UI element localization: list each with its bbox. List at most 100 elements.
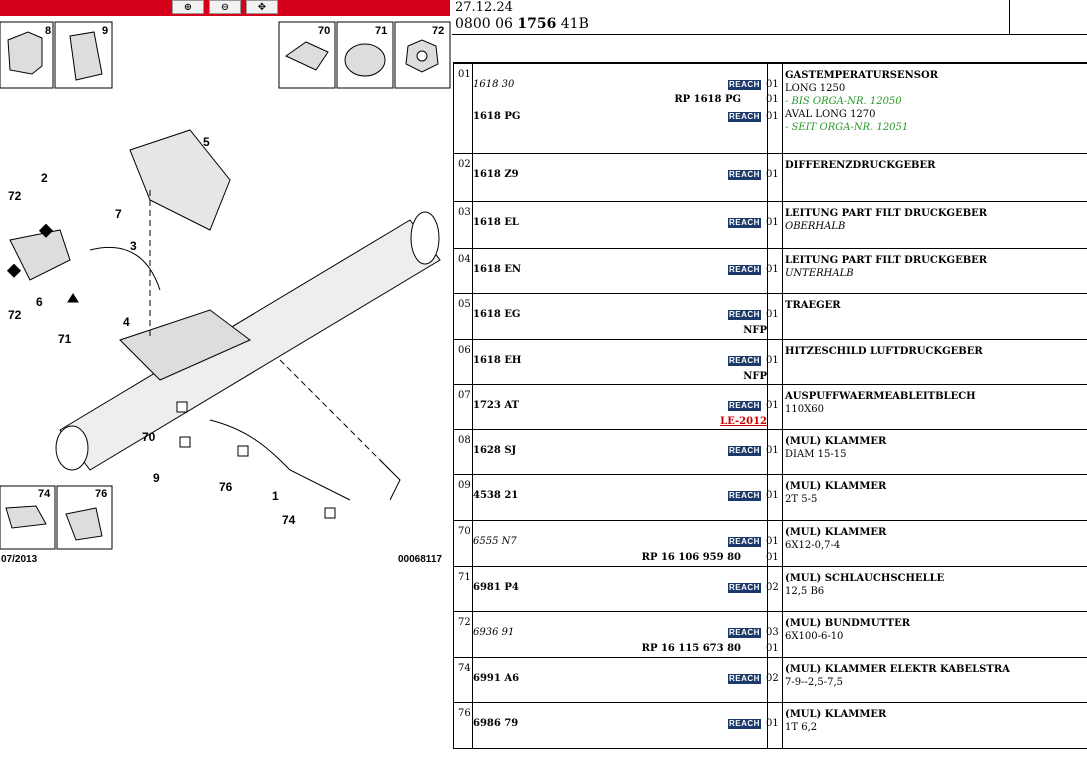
column-separator: [472, 612, 473, 657]
position-number: 09: [458, 480, 471, 491]
callout-72-bottom: 72: [8, 308, 22, 322]
description-title: (MUL) SCHLAUCHSCHELLE: [785, 573, 945, 584]
part-number[interactable]: 6991 A6: [473, 673, 520, 684]
part-number[interactable]: 1618 EG: [473, 309, 521, 320]
part-number[interactable]: 1618 EH: [473, 355, 522, 366]
pan-button[interactable]: ✥: [246, 0, 278, 14]
part-number[interactable]: 4538 21: [473, 490, 519, 501]
replacement-code: RP 1618 PG: [674, 94, 741, 105]
reach-badge[interactable]: REACH: [728, 310, 761, 320]
reach-badge[interactable]: REACH: [728, 265, 761, 275]
reach-badge[interactable]: REACH: [728, 218, 761, 228]
inset-box-76[interactable]: [56, 485, 113, 550]
column-separator: [472, 249, 473, 293]
description-detail: 12,5 B6: [785, 586, 825, 597]
description-title: (MUL) KLAMMER: [785, 527, 887, 538]
reach-badge[interactable]: REACH: [728, 628, 761, 638]
column-separator: [782, 249, 783, 293]
column-separator: [782, 202, 783, 248]
inset-box-72[interactable]: [394, 21, 451, 89]
description-title: LEITUNG PART FILT DRUCKGEBER: [785, 208, 988, 219]
part-number[interactable]: 1618 EN: [473, 264, 522, 275]
column-separator: [782, 475, 783, 520]
part-number[interactable]: 1723 AT: [473, 400, 519, 411]
part-number[interactable]: 1618 Z9: [473, 169, 519, 180]
inset-box-8[interactable]: [0, 21, 54, 89]
part-number[interactable]: 1618 30: [473, 79, 515, 90]
description-detail: LONG 1250: [785, 83, 846, 94]
header-reference: 0800 06 1756 41B: [455, 16, 589, 32]
ref-prefix: 0800 06: [455, 16, 518, 32]
quantity: 02: [766, 582, 779, 593]
inset-label-9: 9: [102, 25, 108, 37]
column-separator: [767, 340, 768, 384]
zoom-out-button[interactable]: ⊖: [209, 0, 241, 14]
reach-badge[interactable]: REACH: [728, 356, 761, 366]
inset-label-74: 74: [38, 488, 51, 500]
reach-badge[interactable]: REACH: [728, 401, 761, 411]
reach-badge[interactable]: REACH: [728, 583, 761, 593]
column-separator: [472, 521, 473, 566]
description-title: AUSPUFFWAERMEABLEITBLECH: [785, 391, 976, 402]
part-number[interactable]: 6981 P4: [473, 582, 519, 593]
column-separator: [767, 430, 768, 474]
reference-link[interactable]: LE-2012: [720, 416, 767, 427]
part-number[interactable]: 6936 91: [473, 627, 515, 638]
inset-box-74[interactable]: [0, 485, 56, 550]
reach-badge[interactable]: REACH: [728, 719, 761, 729]
reach-badge[interactable]: REACH: [728, 170, 761, 180]
quantity: 01: [766, 536, 779, 547]
description-detail: 1T 6,2: [785, 722, 818, 733]
reach-badge[interactable]: REACH: [728, 112, 761, 122]
part-number[interactable]: 6986 79: [473, 718, 519, 729]
description-detail: DIAM 15-15: [785, 449, 847, 460]
part-number[interactable]: 1628 SJ: [473, 445, 517, 456]
part-line: 6555 N7 REACH 01: [473, 536, 779, 550]
column-separator: [472, 658, 473, 702]
column-separator: [472, 64, 473, 153]
reach-badge[interactable]: REACH: [728, 80, 761, 90]
inset-box-9[interactable]: [54, 21, 113, 89]
inset-box-71[interactable]: [336, 21, 394, 89]
part-number[interactable]: 1618 PG: [473, 111, 521, 122]
inset-box-70[interactable]: [278, 21, 336, 89]
reach-badge[interactable]: REACH: [728, 537, 761, 547]
part-description: TRAEGER: [785, 299, 1085, 312]
zoom-in-button[interactable]: ⊕: [172, 0, 204, 14]
part-number[interactable]: 1618 EL: [473, 217, 519, 228]
diagram-pane[interactable]: 8 9 70 71 72 5 2 72 7 3 6 4 72 71 70 9: [0, 0, 452, 769]
reach-badge[interactable]: REACH: [728, 674, 761, 684]
part-number[interactable]: 6555 N7: [473, 536, 517, 547]
quantity: 01: [766, 217, 779, 228]
column-separator: [767, 703, 768, 748]
column-separator: [767, 202, 768, 248]
reach-badge[interactable]: REACH: [728, 491, 761, 501]
description-title: (MUL) KLAMMER ELEKTR KABELSTRA: [785, 664, 1010, 675]
reach-badge[interactable]: REACH: [728, 446, 761, 456]
column-separator: [767, 154, 768, 201]
position-number: 71: [458, 572, 471, 583]
